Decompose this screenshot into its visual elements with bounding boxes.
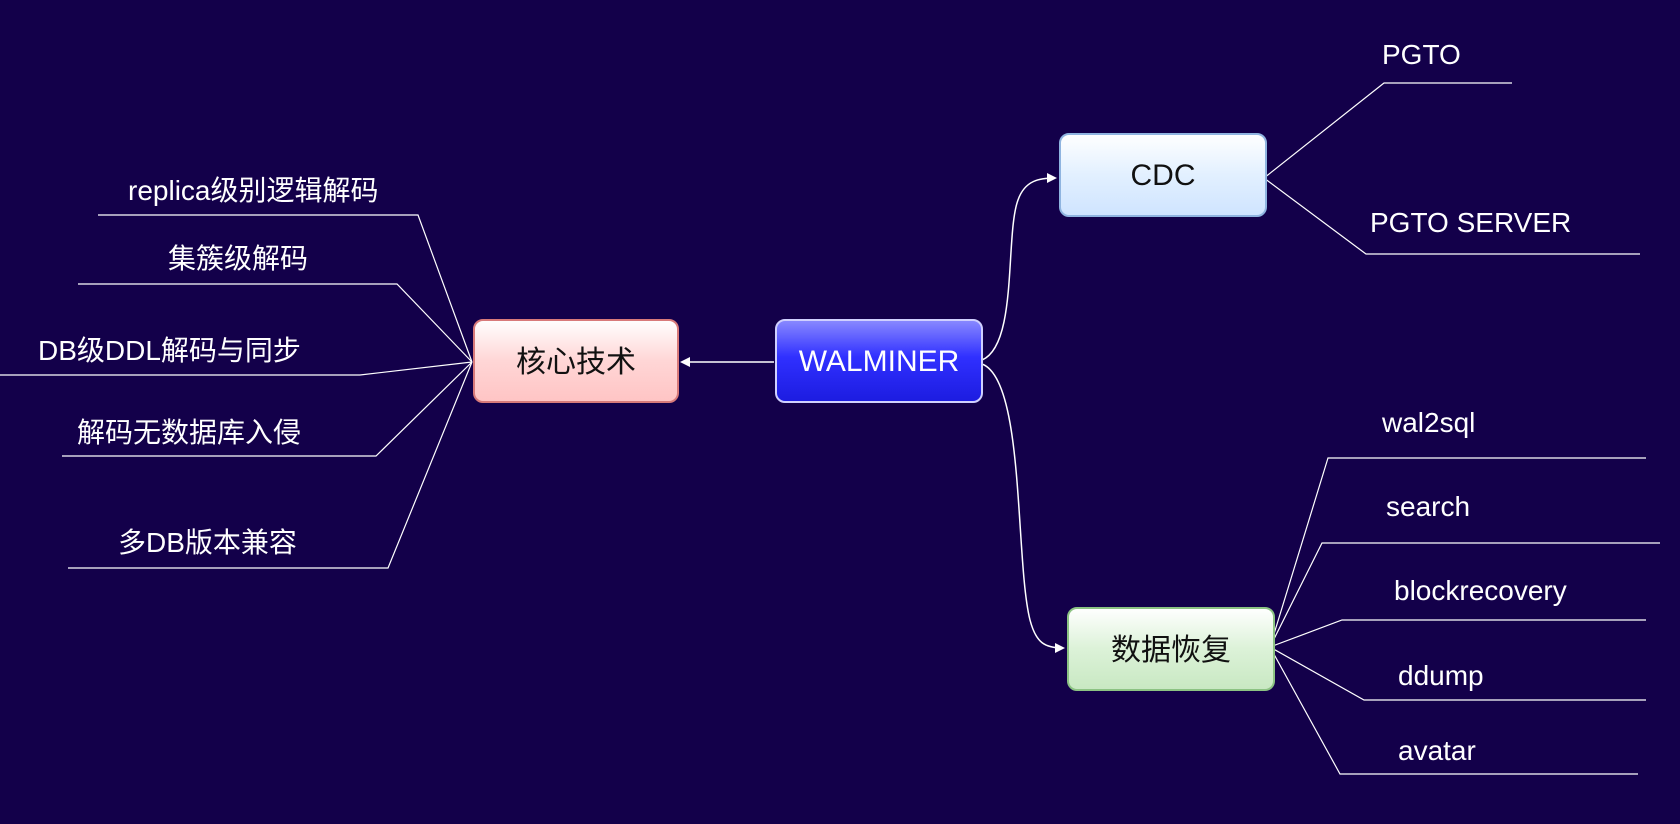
cdc-leaf-line-2 [1263, 177, 1640, 255]
recovery-leaf-line-5 [1269, 646, 1638, 775]
cdc-leaf-2: PGTO SERVER [1370, 207, 1571, 238]
recovery-leaf-5: avatar [1398, 735, 1476, 766]
recovery-leaf-3: blockrecovery [1394, 575, 1567, 606]
core-leaf-line-5 [68, 361, 473, 569]
core-leaf-2: 集簇级解码 [168, 243, 308, 274]
root-node-label: WALMINER [799, 345, 960, 378]
recovery-leaf-line-3 [1269, 619, 1646, 648]
core-leaf-line-4 [62, 361, 473, 457]
core-leaves: replica级别逻辑解码 集簇级解码 DB级DDL解码与同步 解码无数据库入侵… [0, 175, 473, 569]
cdc-node[interactable]: CDC [1059, 133, 1267, 217]
core-leaf-line-1 [98, 214, 473, 363]
cdc-leaf-line-1 [1263, 82, 1512, 179]
recovery-leaf-4: ddump [1398, 660, 1484, 691]
recovery-leaf-1: wal2sql [1381, 407, 1475, 438]
recovery-node-label: 数据恢复 [1111, 634, 1231, 667]
core-leaf-line-3 [0, 361, 473, 376]
cdc-node-label: CDC [1131, 159, 1196, 192]
root-node[interactable]: WALMINER [775, 319, 983, 403]
connector-root-recovery [981, 363, 1065, 653]
cdc-leaves: PGTO PGTO SERVER [1263, 39, 1640, 255]
core-leaf-4: 解码无数据库入侵 [77, 417, 301, 448]
core-node[interactable]: 核心技术 [473, 319, 679, 403]
recovery-leaf-line-4 [1269, 646, 1646, 701]
recovery-leaf-line-2 [1269, 542, 1660, 648]
recovery-node[interactable]: 数据恢复 [1067, 607, 1275, 691]
core-leaf-line-2 [78, 283, 473, 363]
core-leaf-1: replica级别逻辑解码 [128, 175, 378, 206]
recovery-leaves: wal2sql search blockrecovery ddump avata… [1269, 407, 1660, 775]
connector-root-cdc [981, 173, 1057, 361]
core-node-label: 核心技术 [516, 346, 636, 379]
recovery-leaf-2: search [1386, 491, 1470, 522]
core-leaf-5: 多DB版本兼容 [118, 527, 297, 558]
cdc-leaf-1: PGTO [1382, 39, 1461, 70]
recovery-leaf-line-1 [1269, 457, 1646, 648]
core-leaf-3: DB级DDL解码与同步 [38, 335, 301, 366]
